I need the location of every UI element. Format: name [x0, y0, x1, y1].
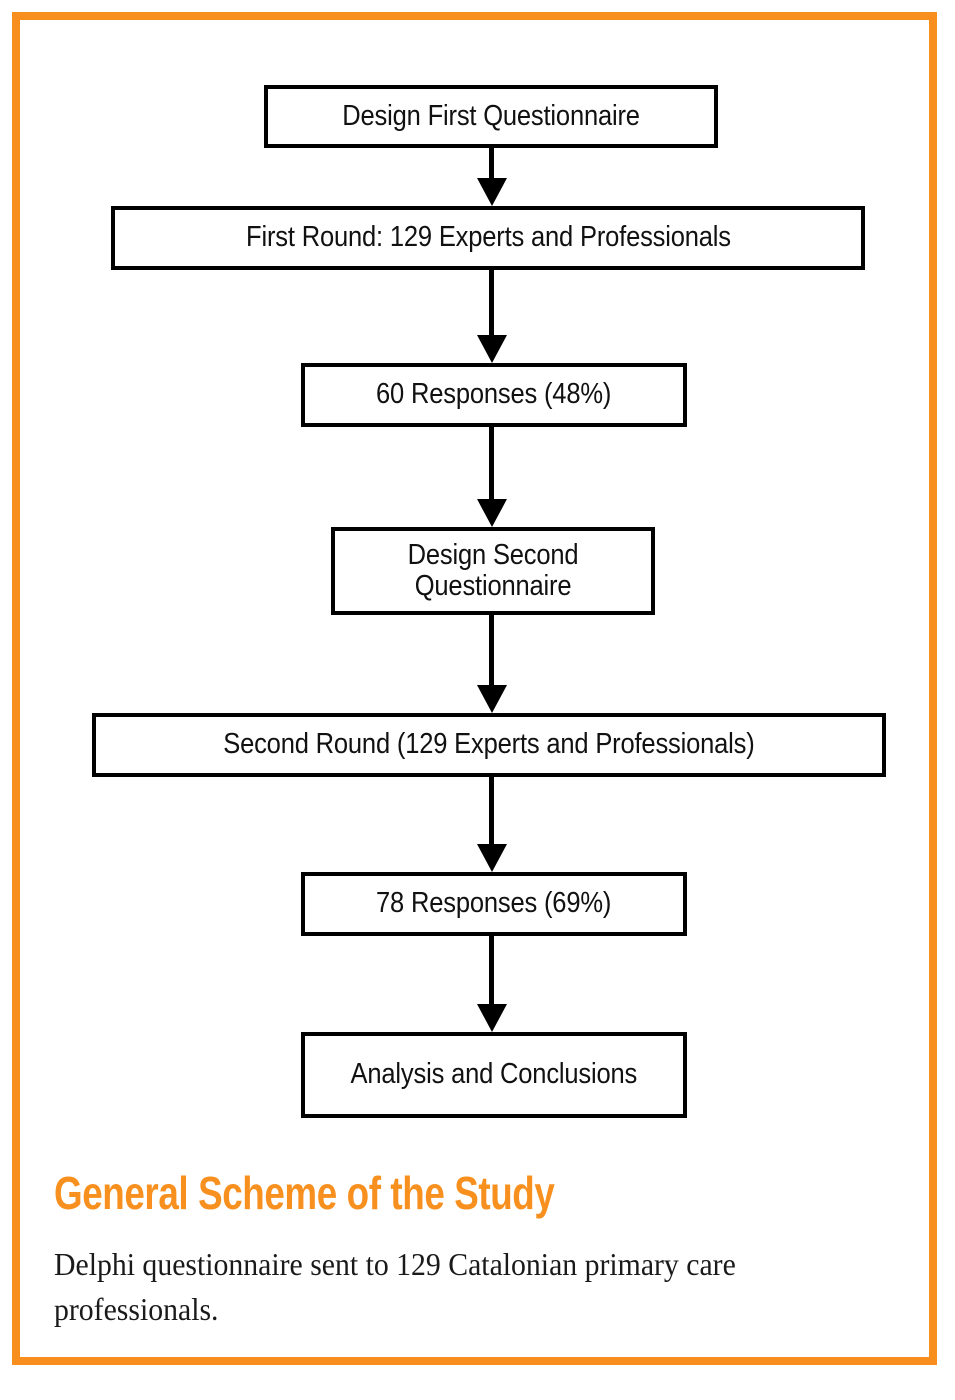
arrow-head-icon — [477, 335, 507, 363]
flow-node-label: Analysis and Conclusions — [350, 1058, 638, 1091]
arrow-shaft — [489, 427, 494, 499]
flow-arrow-first-responses-to-design-second — [475, 427, 509, 527]
caption-title: General Scheme of the Study — [54, 1167, 555, 1219]
flowchart-diagram: Design First Questionnaire First Round: … — [20, 20, 955, 1150]
figure-caption: General Scheme of the Study Delphi quest… — [54, 1170, 914, 1333]
arrow-shaft — [489, 777, 494, 844]
arrow-head-icon — [477, 178, 507, 206]
arrow-head-icon — [477, 499, 507, 527]
arrow-shaft — [489, 615, 494, 685]
flow-node-label: Design First Questionnaire — [342, 99, 640, 132]
flow-node-second-round: Second Round (129 Experts and Profession… — [92, 713, 886, 777]
arrow-head-icon — [477, 844, 507, 872]
caption-description: Delphi questionnaire sent to 129 Catalon… — [54, 1246, 736, 1328]
flow-node-label: 78 Responses (69%) — [376, 887, 612, 920]
flow-node-first-responses: 60 Responses (48%) — [301, 363, 687, 427]
flow-node-label: First Round: 129 Experts and Professiona… — [245, 221, 731, 254]
arrow-shaft — [489, 936, 494, 1004]
flow-node-design-first: Design First Questionnaire — [264, 85, 718, 148]
figure-frame: Design First Questionnaire First Round: … — [12, 12, 937, 1365]
arrow-shaft — [489, 148, 494, 178]
flow-arrow-second-round-to-second-responses — [475, 777, 509, 872]
flow-node-second-responses: 78 Responses (69%) — [301, 872, 687, 936]
flow-node-analysis: Analysis and Conclusions — [301, 1032, 687, 1118]
flow-node-first-round: First Round: 129 Experts and Professiona… — [111, 206, 865, 270]
flow-arrow-design-second-to-second-round — [475, 615, 509, 713]
flow-node-label: 60 Responses (48%) — [376, 378, 612, 411]
arrow-head-icon — [477, 685, 507, 713]
flow-arrow-first-round-to-first-responses — [475, 270, 509, 363]
arrow-shaft — [489, 270, 494, 335]
flow-node-design-second: Design Second Questionnaire — [331, 527, 655, 615]
flow-arrow-design-first-to-first-round — [475, 148, 509, 206]
flow-arrow-second-responses-to-analysis — [475, 936, 509, 1032]
flow-node-label: Design Second Questionnaire — [407, 538, 579, 602]
arrow-head-icon — [477, 1004, 507, 1032]
flow-node-label: Second Round (129 Experts and Profession… — [223, 728, 755, 761]
